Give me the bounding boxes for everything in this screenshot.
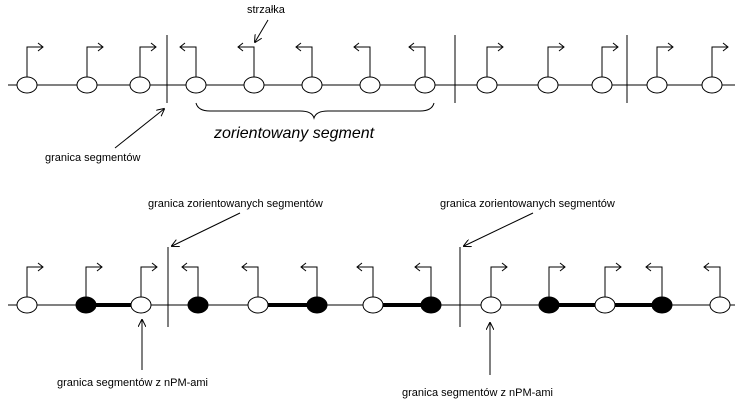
segment-node	[537, 76, 559, 94]
segment-node	[129, 76, 151, 94]
right-arrow-icon	[548, 262, 566, 297]
right-arrow-icon	[547, 42, 565, 77]
npm-border-label-1: granica segmentów z nPM-ami	[57, 377, 208, 389]
right-arrow-icon	[490, 262, 508, 297]
oriented-border-label-2: granica zorientowanych segmentów	[440, 198, 615, 210]
segment-border-label: granica segmentów	[45, 152, 140, 164]
right-arrow-icon	[26, 42, 44, 77]
segment-node	[301, 76, 323, 94]
oriented-border-label-1: granica zorientowanych segmentów	[148, 198, 323, 210]
segment-node	[16, 296, 38, 314]
segment-brace	[195, 102, 435, 120]
npm-node-filled	[75, 296, 97, 314]
npm-node-filled	[187, 296, 209, 314]
right-arrow-icon	[486, 42, 504, 77]
segment-node	[76, 76, 98, 94]
right-arrow-icon	[711, 42, 729, 77]
right-arrow-icon	[140, 262, 158, 297]
npm-node-filled	[306, 296, 328, 314]
segment-node	[247, 296, 269, 314]
oriented-border-pointer-1	[172, 212, 241, 246]
left-arrow-icon	[179, 42, 197, 77]
right-arrow-icon	[604, 262, 622, 297]
left-arrow-icon	[414, 262, 432, 297]
left-arrow-icon	[300, 262, 318, 297]
segment-node	[476, 76, 498, 94]
segment-border-pointer	[114, 109, 164, 149]
segment-node	[591, 76, 613, 94]
segment-node	[709, 296, 731, 314]
segment-node	[243, 76, 265, 94]
top-row-nodes	[16, 42, 729, 94]
left-arrow-icon	[237, 42, 255, 77]
left-arrow-icon	[408, 42, 426, 77]
segment-node	[594, 296, 616, 314]
left-arrow-icon	[181, 262, 199, 297]
oriented-border-pointer-2	[464, 212, 534, 246]
right-arrow-icon	[86, 42, 104, 77]
right-arrow-icon	[85, 262, 103, 297]
npm-node-filled	[420, 296, 442, 314]
npm-border-label-2: granica segmentów z nPM-ami	[402, 387, 553, 399]
right-arrow-icon	[139, 42, 157, 77]
right-arrow-icon	[656, 42, 674, 77]
left-arrow-icon	[703, 262, 721, 297]
segment-node	[16, 76, 38, 94]
segment-node	[701, 76, 723, 94]
oriented-segment-label: zorientowany segment	[213, 125, 375, 142]
left-arrow-icon	[295, 42, 313, 77]
left-arrow-icon	[645, 262, 663, 297]
npm-node-filled	[538, 296, 560, 314]
segment-node	[480, 296, 502, 314]
left-arrow-icon	[241, 262, 259, 297]
npm-node-filled	[651, 296, 673, 314]
left-arrow-icon	[353, 42, 371, 77]
arrow-label-pointer	[255, 19, 269, 42]
segment-node	[185, 76, 207, 94]
segment-node	[414, 76, 436, 94]
right-arrow-icon	[601, 42, 619, 77]
segment-node	[646, 76, 668, 94]
segment-node	[359, 76, 381, 94]
segment-node	[130, 296, 152, 314]
arrow-label: strzałka	[247, 4, 286, 16]
segment-node	[362, 296, 384, 314]
right-arrow-icon	[26, 262, 44, 297]
bottom-row-nodes	[16, 262, 731, 314]
left-arrow-icon	[356, 262, 374, 297]
